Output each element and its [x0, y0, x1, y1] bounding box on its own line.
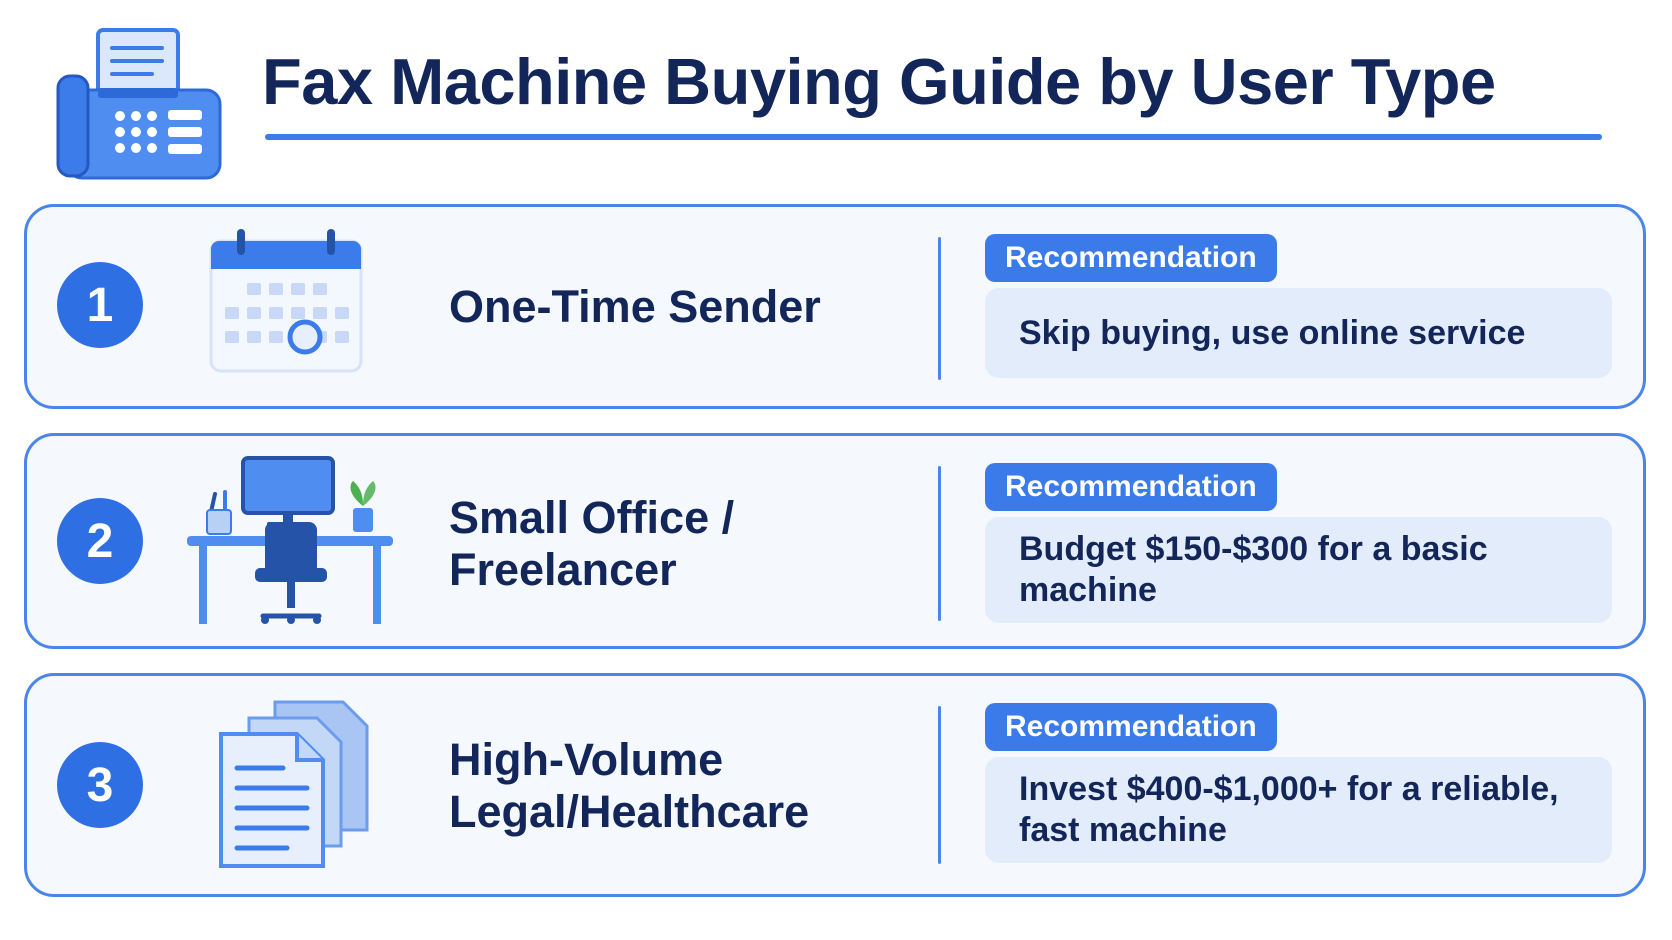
step-number-badge: 2	[57, 498, 143, 584]
recommendation-badge: Recommendation	[985, 703, 1277, 751]
step-number-badge: 3	[57, 742, 143, 828]
recommendation-text: Invest $400-$1,000+ for a reliable, fast…	[985, 757, 1612, 863]
step-number-badge: 1	[57, 262, 143, 348]
user-type-label: One-Time Sender	[449, 281, 821, 332]
title-underline	[265, 134, 1602, 140]
fax-machine-icon	[56, 28, 222, 180]
divider	[938, 237, 941, 380]
user-type-label: Small Office / Freelancer	[449, 492, 735, 595]
calendar-icon	[209, 229, 363, 373]
user-type-card-one-time-sender: 1 One-Time Sender Recommendation Skip bu…	[24, 204, 1646, 409]
divider	[938, 466, 941, 621]
divider	[938, 706, 941, 864]
recommendation-badge: Recommendation	[985, 234, 1277, 282]
user-type-card-small-office: 2 Small Office / Freelancer Recommendati…	[24, 433, 1646, 649]
recommendation-text: Skip buying, use online service	[985, 288, 1612, 378]
user-type-label: High-Volume Legal/Healthcare	[449, 734, 810, 837]
documents-stack-icon	[219, 700, 369, 868]
page-title: Fax Machine Buying Guide by User Type	[262, 45, 1496, 118]
recommendation-text: Budget $150-$300 for a basic machine	[985, 517, 1612, 623]
recommendation-badge: Recommendation	[985, 463, 1277, 511]
header: Fax Machine Buying Guide by User Type	[0, 0, 1672, 190]
user-type-card-high-volume: 3 High-Volume Legal/Healthcare Recommend…	[24, 673, 1646, 897]
desk-workstation-icon	[187, 456, 393, 624]
